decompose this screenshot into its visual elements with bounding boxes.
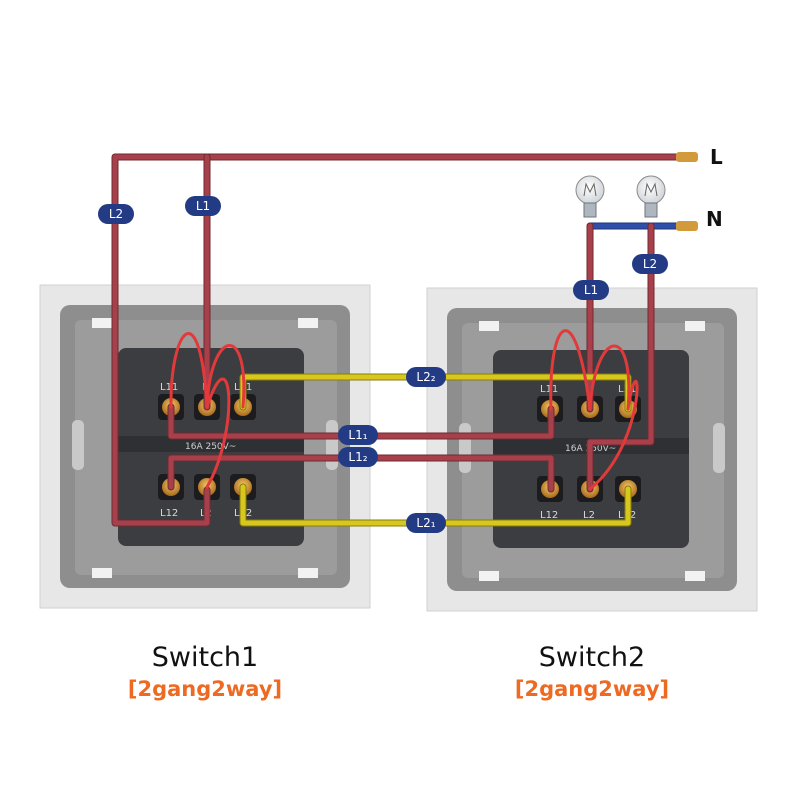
bridge-loop xyxy=(588,379,639,491)
lamp2-wire xyxy=(587,223,654,492)
switch-1-slot xyxy=(298,568,318,578)
badge-s2-l1-text: L1 xyxy=(584,283,598,297)
switch-2-side-slot xyxy=(459,423,471,473)
switch-1-caption: Switch1 [2gang2way] xyxy=(85,642,325,701)
badge-s2-l2-text: L2 xyxy=(643,257,657,271)
live-wire-l2 xyxy=(112,154,687,526)
badge-l12 xyxy=(338,447,378,467)
bulb-base xyxy=(583,202,597,218)
neutral-label: N xyxy=(706,207,723,231)
wire-label-badges: L2 L1 L1 L2 L2₂ L1₁ L1₂ L2₁ xyxy=(98,196,668,533)
switch-2-caption: Switch2 [2gang2way] xyxy=(472,642,712,701)
switch-1-side-slot xyxy=(72,420,84,470)
terminal-label: L12 xyxy=(540,510,558,521)
switch-1-module-divider xyxy=(118,436,304,452)
switch-1-slot xyxy=(92,568,112,578)
badge-s1-l2-text: L2 xyxy=(109,207,123,221)
switch-1-slot xyxy=(298,318,318,328)
bridge-loop xyxy=(549,329,592,411)
bulb-icon xyxy=(575,175,605,205)
badge-l11 xyxy=(338,425,378,445)
switch-2-slot xyxy=(479,321,499,331)
switch-2-title: Switch2 xyxy=(538,642,646,673)
switch-1-subtitle: [2gang2way] xyxy=(127,677,283,701)
terminal-label: L12 xyxy=(160,508,178,519)
switch-2-slot xyxy=(479,571,499,581)
bulb-icon xyxy=(636,175,666,205)
bridge-loop xyxy=(169,332,209,409)
badge-l22-text: L2₂ xyxy=(416,370,435,384)
badge-s1-l1 xyxy=(185,196,221,216)
switch-2-slot xyxy=(685,571,705,581)
switch-2-subtitle: [2gang2way] xyxy=(514,677,670,701)
live-wire-end xyxy=(676,152,698,162)
bridge-loop xyxy=(588,344,631,411)
terminal-label: L11 xyxy=(160,382,178,393)
switch-1-slot xyxy=(92,318,112,328)
bridge-loop xyxy=(205,377,231,489)
lamp-1 xyxy=(575,175,605,218)
badge-l11-text: L1₁ xyxy=(348,428,367,442)
badge-l21 xyxy=(406,513,446,533)
switch-1-rating: 16A 250V~ xyxy=(185,442,236,452)
badge-s1-l1-text: L1 xyxy=(196,199,210,213)
badge-l22 xyxy=(406,367,446,387)
switch-2-side-slot xyxy=(713,423,725,473)
badge-s2-l2 xyxy=(632,254,668,274)
switch-1-title: Switch1 xyxy=(151,642,259,673)
terminal-label: L2 xyxy=(583,510,595,521)
switch-1-side-slot xyxy=(326,420,338,470)
badge-l21-text: L2₁ xyxy=(416,516,435,530)
terminal-label: L11 xyxy=(540,384,558,395)
lamp-2 xyxy=(636,175,666,218)
badge-s2-l1 xyxy=(573,280,609,300)
bridge-loop xyxy=(205,344,246,409)
live-label: L xyxy=(710,145,723,169)
bulb-base xyxy=(644,202,658,218)
badge-l12-text: L1₂ xyxy=(348,450,367,464)
badge-s1-l2 xyxy=(98,204,134,224)
neutral-wire-end xyxy=(676,221,698,231)
switch-2-slot xyxy=(685,321,705,331)
